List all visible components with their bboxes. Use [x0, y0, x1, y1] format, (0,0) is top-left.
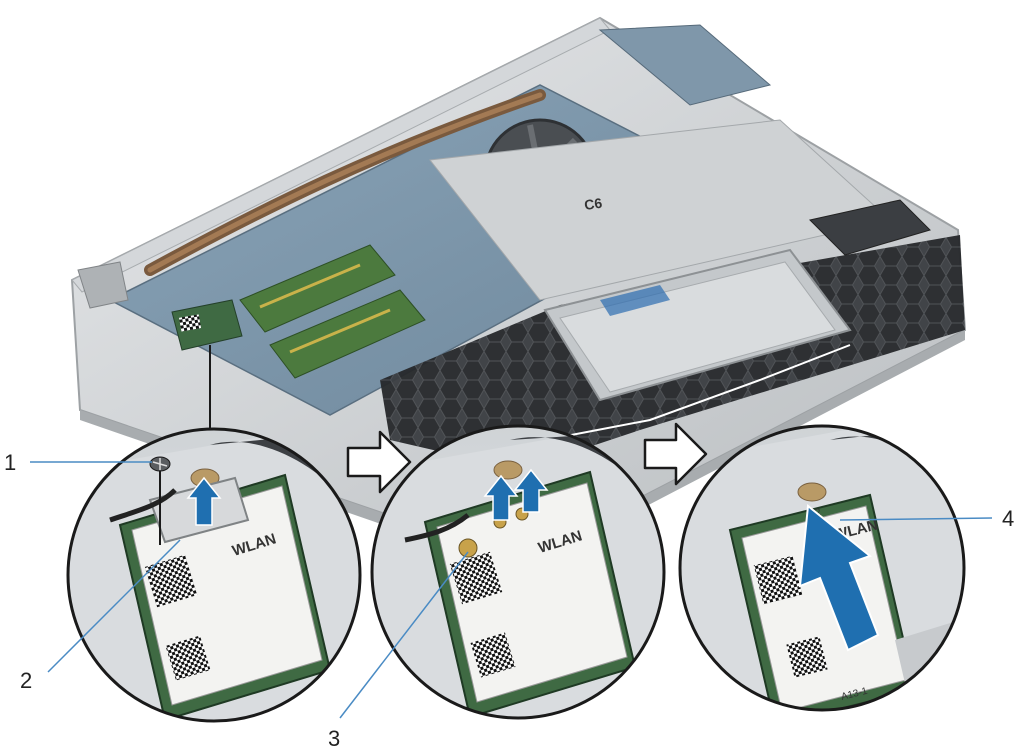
disconnect-arrow-icon-1 — [483, 474, 519, 521]
lift-arrow-icon — [186, 476, 222, 526]
callout-label-3: 3 — [328, 726, 340, 751]
screw-icon — [149, 456, 171, 545]
memory-modules — [239, 244, 426, 379]
detail-circle-3: WLAN 1 2 A13-1 — [678, 424, 966, 712]
step-arrow-icon-2 — [643, 422, 708, 486]
step-arrow-icon-1 — [346, 430, 412, 494]
detail-circle-2: WLAN — [370, 424, 666, 720]
callout-2: 2 — [20, 539, 181, 693]
detail-circle-1: WLAN — [66, 427, 362, 723]
callout-1: 1 — [4, 450, 152, 475]
callout-label-2: 2 — [20, 668, 32, 693]
laptop-base: C6 — [70, 16, 967, 572]
callout-label-4: 4 — [1002, 506, 1014, 531]
callout-label-1: 1 — [4, 450, 16, 475]
callout-3: 3 — [328, 551, 469, 751]
disconnect-arrow-icon-2 — [513, 468, 549, 513]
laptop-label: C6 — [583, 195, 603, 213]
slide-out-arrow-icon — [798, 504, 880, 652]
callout-4: 4 — [839, 506, 1014, 531]
